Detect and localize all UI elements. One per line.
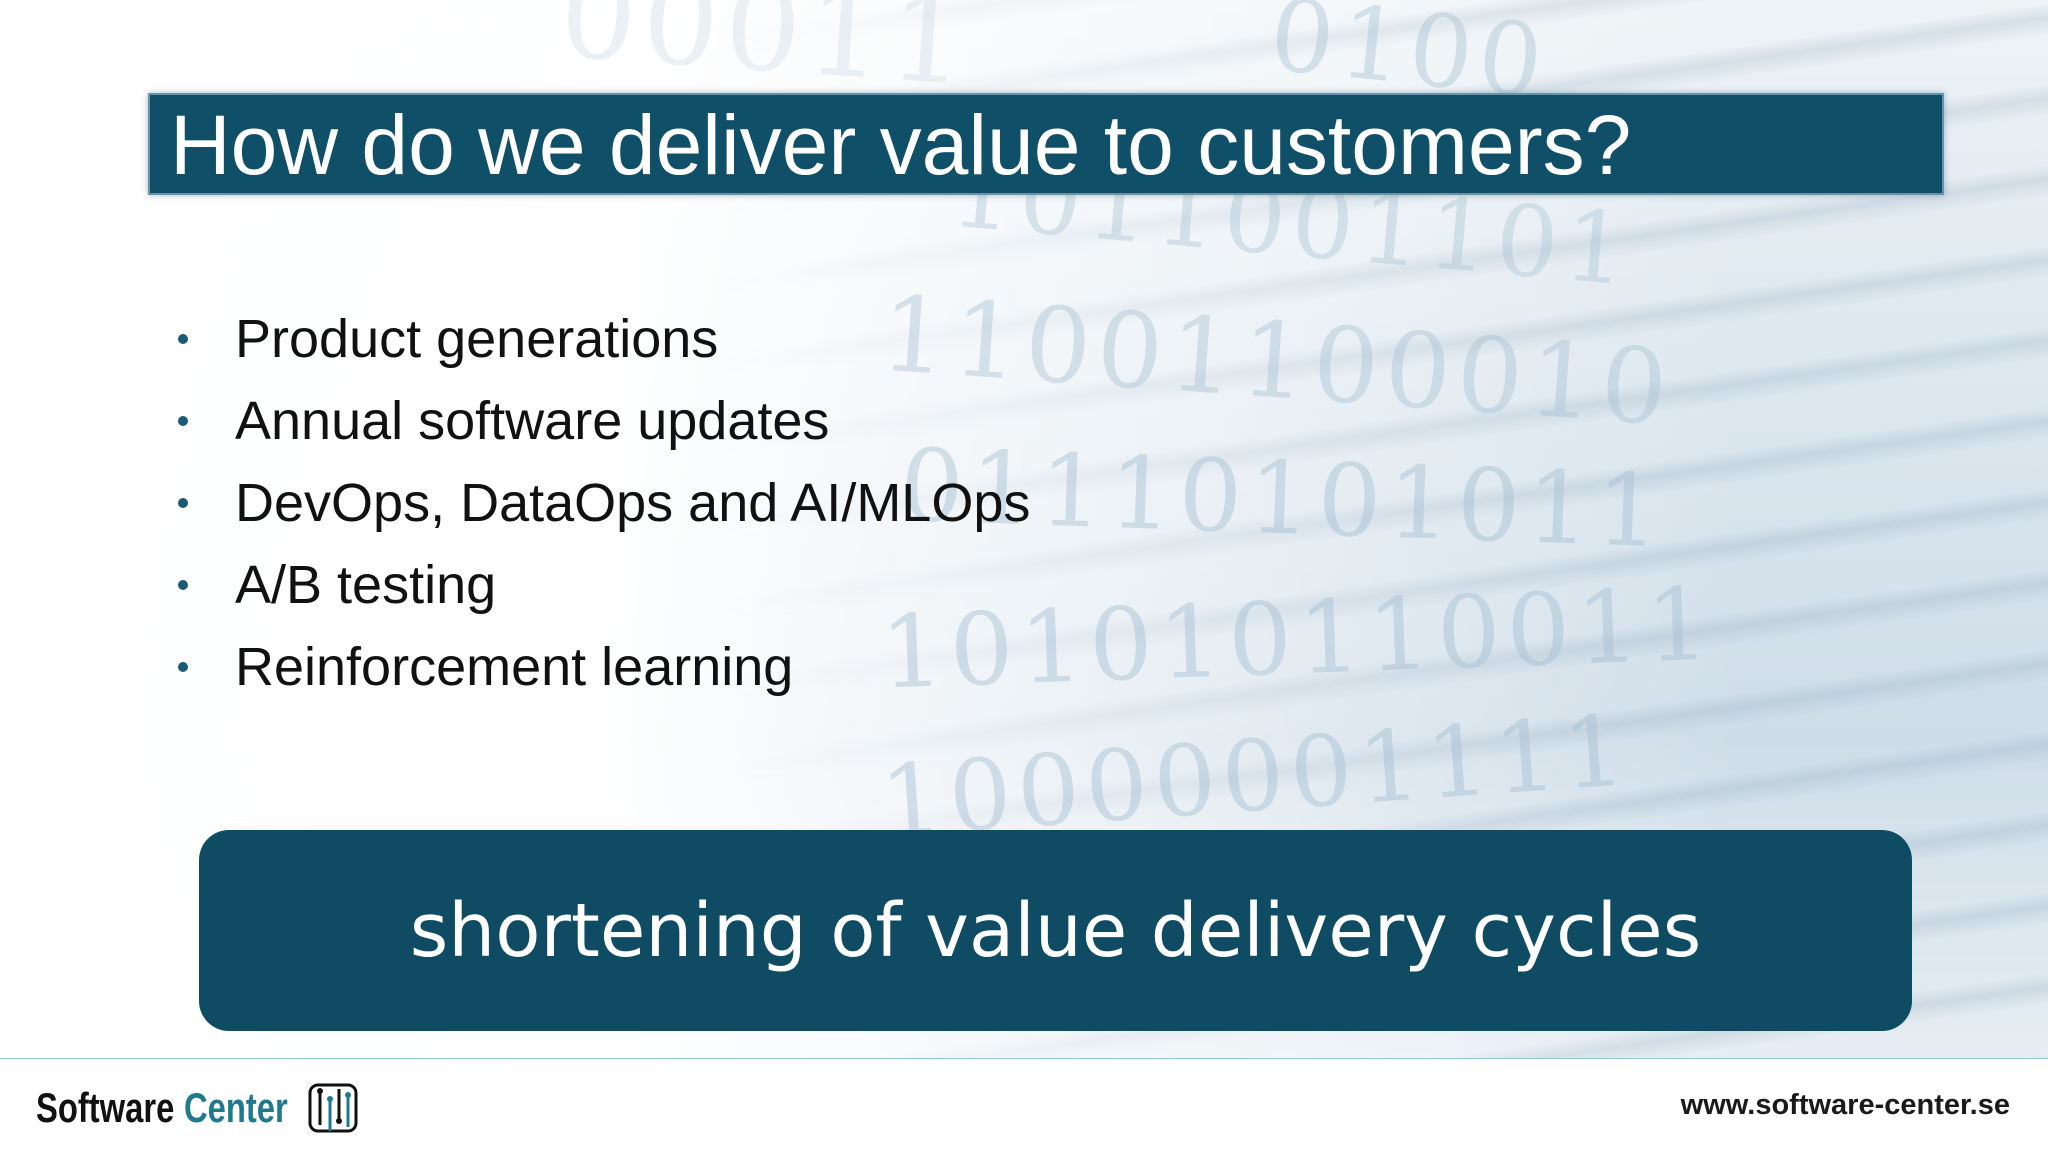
title-banner: How do we deliver value to customers?	[148, 93, 1944, 195]
bullet-icon	[178, 580, 188, 590]
callout-box: shortening of value delivery cycles	[199, 830, 1912, 1031]
software-center-logo: Software Center	[36, 1079, 360, 1137]
bullet-text: A/B testing	[235, 555, 497, 615]
bullet-text: Product generations	[235, 309, 719, 369]
bullet-icon	[178, 334, 188, 344]
website-url: www.software-center.se	[1680, 1089, 2010, 1121]
footer: Software Center www.software-center.se	[0, 1058, 2048, 1152]
bullet-text: Annual software updates	[235, 391, 830, 451]
bullet-icon	[178, 498, 188, 508]
bullet-text: Reinforcement learning	[235, 637, 794, 697]
bullet-icon	[178, 662, 188, 672]
slide-title: How do we deliver value to customers?	[170, 98, 1632, 192]
circuit-board-icon	[308, 1083, 358, 1133]
callout-text: shortening of value delivery cycles	[409, 887, 1702, 974]
bullet-icon	[178, 416, 188, 426]
logo-word-center: Center	[184, 1084, 288, 1131]
bullet-text: DevOps, DataOps and AI/MLOps	[235, 473, 1031, 533]
logo-word-software: Software	[36, 1084, 175, 1131]
